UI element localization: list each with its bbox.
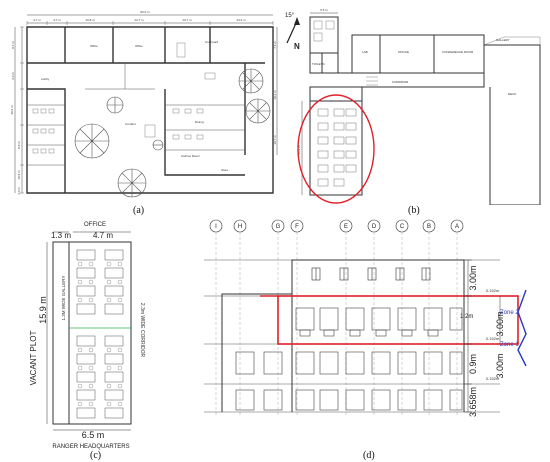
- tree-symbol-6: [152, 139, 164, 151]
- top-dim-3: 10.8 m: [85, 18, 95, 22]
- room-lobby: Lobby: [41, 77, 50, 81]
- grid-label-b: B: [427, 224, 431, 230]
- room-corridor-b: CORRIDOR: [392, 80, 409, 84]
- ground-floor-workstations: [235, 389, 463, 411]
- caption-d: (d): [363, 450, 375, 461]
- dim-mid: 3.00m: [495, 311, 505, 336]
- dim-09: 0.9m: [468, 354, 478, 374]
- dim-6-5m: 6.5 m: [82, 430, 105, 440]
- dim-bottom: 3.658m: [468, 387, 478, 417]
- grid-label-h: H: [238, 224, 242, 230]
- room-toilets: TOILETS: [312, 62, 324, 66]
- room-corridor: Corridor: [125, 122, 136, 126]
- dim-1-2m: 1.2m: [460, 314, 473, 320]
- room-office-1: Office: [90, 44, 98, 48]
- grid-label-c: C: [400, 224, 405, 230]
- grid-label-a: A: [455, 224, 459, 230]
- left-dim-2: 6.0 m: [11, 72, 15, 80]
- top-dim-2: 4.7 m: [53, 18, 61, 22]
- top-dim-5: 10.7 m: [182, 18, 192, 22]
- room-lab: LAB: [362, 50, 368, 54]
- room-office-b: OFFICE: [398, 50, 409, 54]
- left-dim-6: 4.0 m: [17, 187, 21, 195]
- zone-bracket: [517, 289, 527, 367]
- panel-c-office-layout: OFFICE 1.3 m 4.7 m VACANT PLOT 15.9 m 1.…: [29, 222, 145, 450]
- dim-15-9m: 15.9 m: [38, 296, 48, 324]
- room-dining: Dining: [195, 120, 204, 124]
- grid-label-g: G: [276, 224, 281, 230]
- tree-symbol-3: [238, 68, 264, 94]
- dim-0152-c: 0.152m: [486, 376, 500, 381]
- highlight-box: [277, 295, 519, 345]
- caption-b: (b): [408, 205, 420, 216]
- top-dim-6: 14.2 m: [236, 18, 246, 22]
- grid-label-f: F: [295, 224, 299, 230]
- dim-0152-b: 0.152m: [486, 336, 500, 341]
- desk-clusters: [76, 249, 124, 419]
- ranger-label: RANGER HEADQUARTERS: [52, 444, 129, 450]
- north-arrow-icon: [286, 17, 300, 44]
- room-gallery: GALLERY: [496, 38, 510, 42]
- left-dim-3: 40.6 m: [10, 105, 14, 115]
- dim-1-3m: 1.3 m: [51, 231, 71, 240]
- room-conference: CONFERENCE ROOM: [442, 50, 474, 54]
- panel-a-floor-plan: 60.0 m 4.7 m 4.7 m 10.8 m 12.7 m 10.7 m …: [10, 10, 278, 198]
- dim-top: 3.00m: [468, 265, 478, 290]
- tree-symbol-1: [74, 123, 110, 159]
- width-dim: 6.5 m: [320, 8, 328, 12]
- left-dim-4: 8.8 m: [17, 141, 21, 149]
- room-office-2: Office: [135, 44, 143, 48]
- top-dim-4: 12.7 m: [134, 18, 144, 22]
- height-dim: 15.9 m: [297, 145, 301, 155]
- right-dim-1: 7.4 m: [273, 41, 277, 49]
- grid-label-d: D: [372, 224, 377, 230]
- zone-1-label: Zone 1: [500, 342, 519, 348]
- left-dim-5: 18.8 m: [17, 170, 21, 180]
- grid-label-e: E: [344, 224, 348, 230]
- panel-d-section: I H G F E D C B A: [204, 219, 527, 417]
- dim-0152-a: 0.152m: [486, 288, 500, 293]
- office-label: OFFICE: [84, 222, 106, 228]
- caption-c: (c): [90, 450, 102, 461]
- caption-a: (a): [133, 205, 145, 216]
- room-store: Store: [221, 168, 229, 172]
- left-dim-1: 8.7 m: [11, 41, 15, 49]
- tree-symbol-5: [106, 96, 124, 114]
- tree-symbol-2: [117, 168, 147, 198]
- corridor-label: 2.3m WIDE CORRIDOR: [139, 303, 145, 358]
- room-deck: DECK: [508, 92, 516, 96]
- gallery-label: 1.3M WIDE GALLERY: [61, 276, 66, 321]
- dim-4-7m: 4.7 m: [93, 231, 113, 240]
- floor-1-workstations: [235, 351, 463, 375]
- highlight-ellipse: [297, 94, 375, 204]
- dim-low: 3.00m: [495, 353, 505, 378]
- top-total-dim: 60.0 m: [140, 10, 150, 14]
- right-dim-2: 19.2 m: [273, 90, 277, 100]
- north-label: N: [294, 42, 300, 51]
- zone-2-label: Zone 2: [500, 310, 519, 316]
- floor-2-workstations: [295, 307, 463, 337]
- top-dim-1: 4.7 m: [33, 18, 41, 22]
- tree-symbol-4: [245, 98, 271, 124]
- panel-b-site-plan: 15° N 6.5 m 15.9 m CORRIDOR LAB: [285, 8, 541, 205]
- grid-label-i: I: [215, 224, 217, 230]
- right-dim-3: 10.7 m: [273, 135, 277, 145]
- room-archive: Archive Room: [181, 154, 200, 158]
- north-angle: 15°: [285, 13, 295, 19]
- vacant-plot-label: VACANT PLOT: [29, 330, 38, 385]
- room-courtyard: Courtyard: [205, 40, 219, 44]
